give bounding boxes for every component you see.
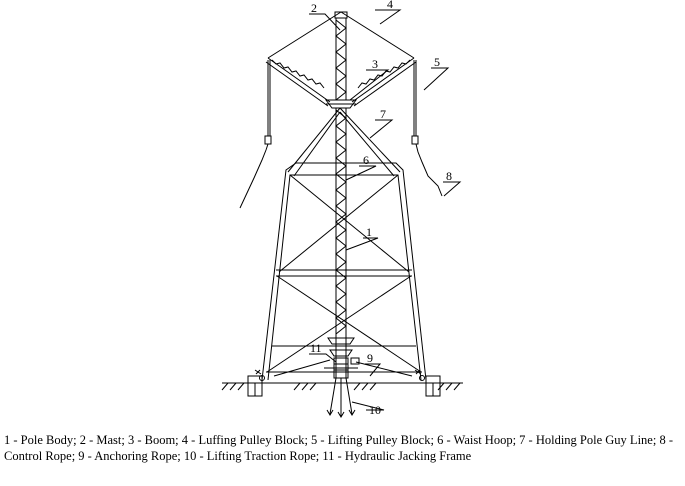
right-footing xyxy=(425,375,441,397)
label-10: 10 xyxy=(369,403,381,417)
ground xyxy=(221,382,463,391)
label-9: 9 xyxy=(367,351,373,365)
label-4: 4 xyxy=(387,0,393,11)
leader-lines xyxy=(309,9,462,411)
label-2: 2 xyxy=(311,1,317,15)
tower-body xyxy=(261,162,427,381)
tower-hoisting-diagram: 2 4 3 5 7 6 1 8 9 11 10 xyxy=(221,0,463,418)
lifting-traction-rope xyxy=(326,377,356,418)
control-rope xyxy=(239,143,443,209)
luffing-pulley-block xyxy=(267,11,415,59)
left-footing xyxy=(247,375,263,397)
holding-pole-guy-line xyxy=(287,107,401,177)
figure-caption: 1 - Pole Body; 2 - Mast; 3 - Boom; 4 - L… xyxy=(4,433,673,463)
label-3: 3 xyxy=(372,57,378,71)
pole-body xyxy=(335,108,347,378)
boom xyxy=(325,99,357,109)
right-arm xyxy=(351,57,417,107)
label-1: 1 xyxy=(366,225,372,239)
anchoring-rope xyxy=(254,359,425,381)
label-8: 8 xyxy=(446,169,452,183)
hydraulic-jacking-frame xyxy=(324,337,360,379)
left-arm xyxy=(265,57,331,107)
label-5: 5 xyxy=(434,55,440,69)
lifting-pulley-block xyxy=(264,60,419,145)
label-6: 6 xyxy=(363,153,369,167)
label-7: 7 xyxy=(380,107,386,121)
label-11: 11 xyxy=(310,341,322,355)
mast xyxy=(334,11,348,101)
